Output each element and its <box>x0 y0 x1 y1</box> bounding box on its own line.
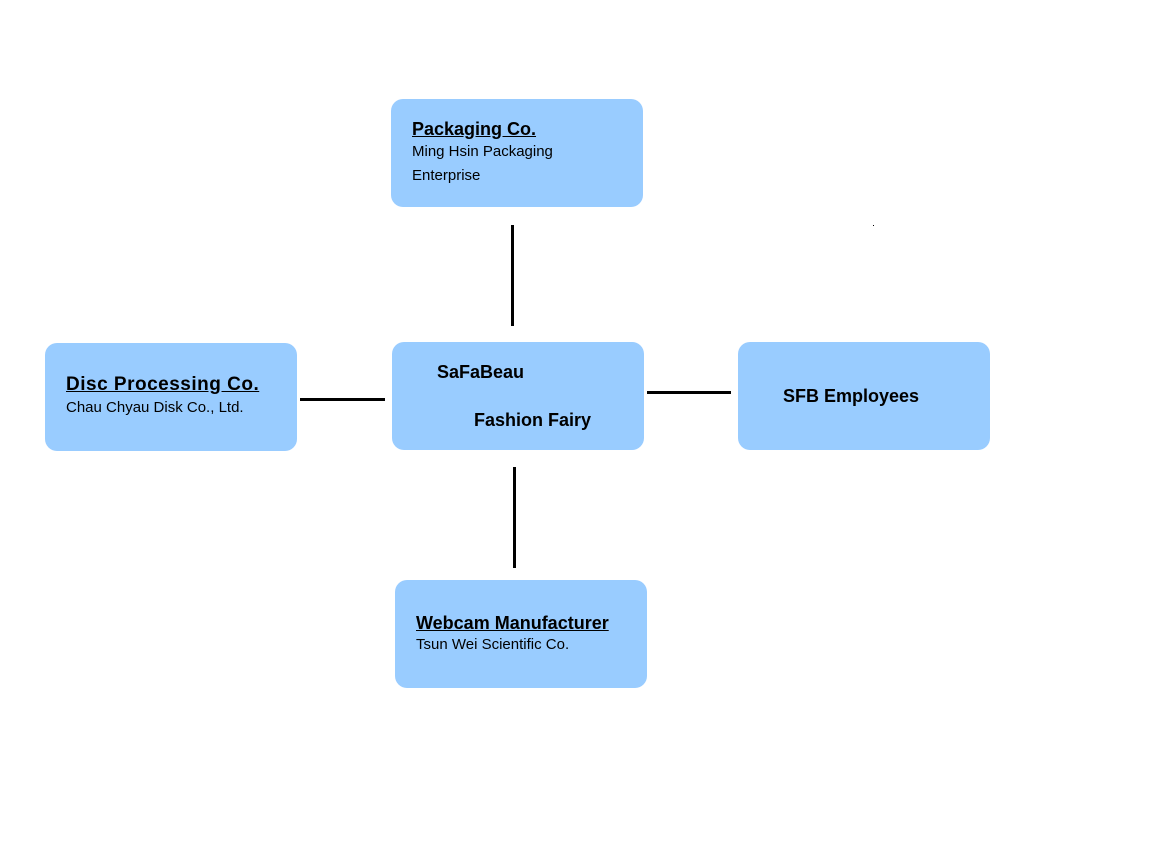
webcam-manufacturer-title: Webcam Manufacturer <box>416 613 609 633</box>
connector-top <box>511 225 514 326</box>
webcam-manufacturer-node: Webcam Manufacturer Tsun Wei Scientific … <box>395 580 647 688</box>
webcam-manufacturer-line1: Tsun Wei Scientific Co. <box>416 636 570 653</box>
connector-bottom <box>513 467 516 568</box>
disc-processing-title: Disc Processing Co. <box>66 374 260 395</box>
sfb-employees-title: SFB Employees <box>783 386 920 406</box>
disc-processing-line1: Chau Chyau Disk Co., Ltd. <box>66 399 244 416</box>
packaging-line1: Ming Hsin Packaging <box>412 143 553 160</box>
sfb-employees-node: SFB Employees <box>738 342 990 450</box>
stray-dot <box>873 225 874 226</box>
fashion-fairy-name: Fashion Fairy <box>474 410 592 430</box>
packaging-node: Packaging Co. Ming Hsin Packaging Enterp… <box>391 99 643 207</box>
packaging-line2: Enterprise <box>412 167 481 184</box>
connector-right <box>647 391 731 394</box>
safabeau-name: SaFaBeau <box>437 362 525 382</box>
disc-processing-node: Disc Processing Co. Chau Chyau Disk Co.,… <box>45 343 297 451</box>
safabeau-node: SaFaBeau Fashion Fairy <box>392 342 644 450</box>
connector-left <box>300 398 385 401</box>
packaging-title: Packaging Co. <box>412 119 537 139</box>
